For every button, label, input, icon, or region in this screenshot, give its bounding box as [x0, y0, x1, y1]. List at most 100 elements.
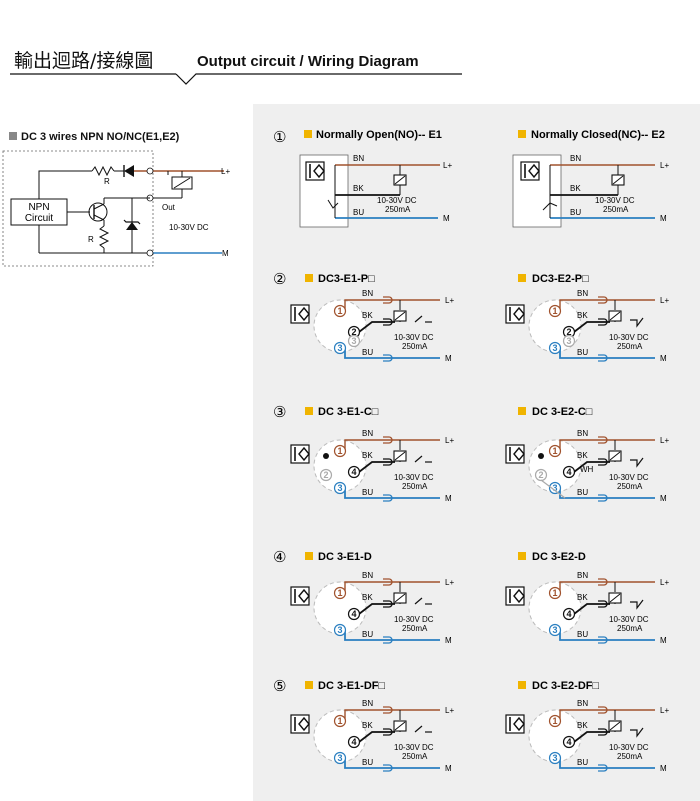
bk-label: BK [353, 184, 364, 193]
current-label: 250mA [402, 752, 428, 761]
lplus-label: L+ [445, 436, 454, 445]
voltage-label: 10-30V DC [394, 615, 434, 624]
nc-contact-icon [630, 457, 644, 468]
pin-1 [333, 714, 347, 728]
nc-contact-icon [630, 727, 644, 738]
pin-number-2: 2 [323, 470, 328, 480]
bk-label: BK [362, 721, 373, 730]
current-label: 250mA [402, 482, 428, 491]
bu-label: BU [362, 488, 373, 497]
voltage-label: 10-30V DC [609, 743, 649, 752]
bn-label: BN [577, 699, 588, 708]
npn-label-2: Circuit [25, 213, 54, 224]
pin-3 [333, 341, 347, 355]
pin-number-1: 1 [337, 306, 342, 316]
pin-3 [333, 623, 347, 637]
bn-label: BN [353, 154, 364, 163]
page-header: 輸出迴路/接線圖 Output circuit / Wiring Diagram [10, 50, 462, 85]
sensor-icon [290, 444, 310, 464]
relay-coil [608, 592, 622, 604]
row-1-left-title: Normally Open(NO)-- E1 [316, 129, 442, 141]
pin-1 [548, 586, 562, 600]
bu-label: BU [577, 630, 588, 639]
relay-coil [608, 720, 622, 732]
section-square-icon [9, 132, 17, 140]
pin-3 [548, 481, 562, 495]
minus-label: M [445, 354, 452, 363]
lplus-label: L+ [445, 706, 454, 715]
current-label: 250mA [402, 342, 428, 351]
row-2-left-title: DC3-E1-P□ [318, 273, 375, 285]
bn-label: BN [362, 429, 373, 438]
voltage-label: 10-30V DC [394, 333, 434, 342]
pin-number-3: 3 [337, 753, 342, 763]
pin-number-4: 4 [566, 737, 571, 747]
no-wiring-e1: BN BK BU 10-30V DC 250mA L+ M [299, 154, 452, 228]
lplus-label: L+ [443, 161, 452, 170]
lplus-label: L+ [660, 161, 669, 170]
bullet-square-icon [305, 552, 313, 560]
pin-3 [548, 623, 562, 637]
pin-number-2: 2 [566, 327, 571, 337]
pin-number-4: 4 [566, 609, 571, 619]
row-5-left-title: DC 3-E1-DF□ [318, 680, 386, 692]
bk-label: BK [577, 593, 588, 602]
bk-label: BK [362, 593, 373, 602]
row-3-right-title: DC 3-E2-C□ [532, 406, 593, 418]
resistor-label-side: R [88, 235, 94, 244]
bullet-square-icon [518, 130, 526, 138]
sensor-icon [505, 586, 525, 606]
pin-4 [562, 735, 576, 749]
voltage-label: 10-30V DC [394, 473, 434, 482]
npn-circuit-panel: DC 3 wires NPN NO/NC(E1,E2) NPN Circuit … [2, 131, 230, 267]
resistor-top [91, 165, 115, 177]
minus-label: M [660, 494, 667, 503]
pin-1 [333, 444, 347, 458]
bullet-square-icon [305, 407, 313, 415]
current-label: 250mA [617, 624, 643, 633]
pin-3 [347, 334, 361, 348]
bullet-square-icon [518, 552, 526, 560]
minus-label: M [660, 354, 667, 363]
resistor-label-top: R [104, 177, 110, 186]
row-2-right-title: DC3-E2-P□ [532, 273, 589, 285]
row-5-right-title: DC 3-E2-DF□ [532, 680, 600, 692]
bu-label: BU [577, 488, 588, 497]
row-4-left-title: DC 3-E1-D [318, 551, 372, 563]
lplus-label-left: L+ [221, 167, 230, 176]
row-4-right-title: DC 3-E2-D [532, 551, 586, 563]
row-1-right-title: Normally Closed(NC)-- E2 [531, 129, 665, 141]
lplus-label: L+ [660, 296, 669, 305]
voltage-label-left: 10-30V DC [169, 223, 209, 232]
bn-label: BN [362, 289, 373, 298]
bn-label: BN [362, 699, 373, 708]
pin-number-3: 3 [351, 336, 356, 346]
bu-label: BU [362, 348, 373, 357]
pin-4 [562, 465, 576, 479]
pin-number-2: 2 [538, 470, 543, 480]
pin-2 [319, 468, 333, 482]
relay-coil [608, 450, 622, 462]
voltage-label: 10-30V DC [377, 196, 417, 205]
current-label: 250mA [617, 482, 643, 491]
pin-number-2: 2 [351, 327, 356, 337]
no-contact-icon [414, 725, 423, 733]
title-en: Output circuit / Wiring Diagram [197, 53, 419, 70]
bu-label: BU [353, 208, 364, 217]
sensor-dashed-box [2, 150, 154, 267]
pin-number-3: 3 [337, 343, 342, 353]
minus-label: M [445, 636, 452, 645]
pin-number-1: 1 [552, 446, 557, 456]
voltage-label: 10-30V DC [609, 615, 649, 624]
minus-label: M [445, 494, 452, 503]
pin-number-1: 1 [337, 716, 342, 726]
current-label: 250mA [603, 205, 629, 214]
pin-4 [562, 607, 576, 621]
pin-1 [333, 304, 347, 318]
